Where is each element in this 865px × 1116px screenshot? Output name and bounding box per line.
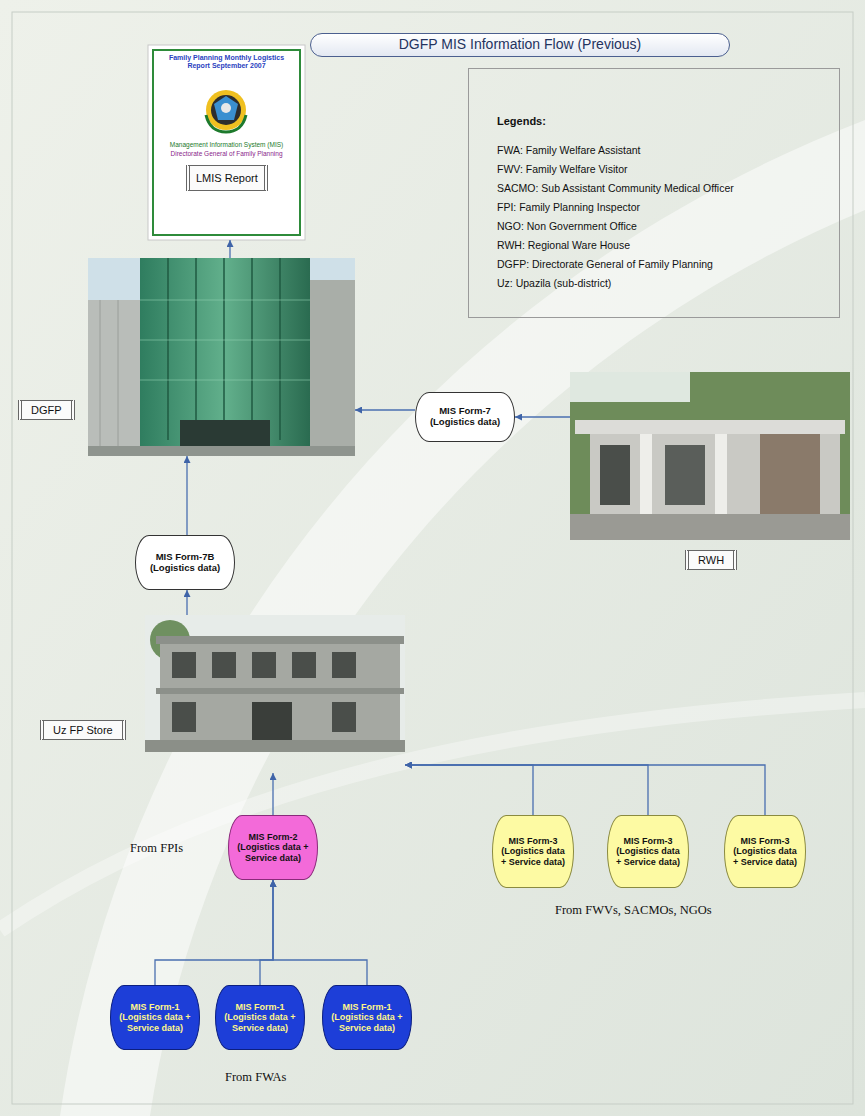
flow-arrow xyxy=(272,773,273,815)
flow-arrow xyxy=(273,880,367,985)
legend-text: Legends: xyxy=(497,115,819,127)
flow-arrow xyxy=(515,416,570,417)
flow-arrow xyxy=(405,765,765,815)
name-tag: Uz FP Store xyxy=(40,720,126,740)
swoosh xyxy=(60,120,865,1116)
legend-box: Legends: FWA: Family Welfare AssistantFWV… xyxy=(468,68,840,318)
node-text: MIS Form-3 (Logistics data + Service dat… xyxy=(733,836,797,867)
data-form: MIS Form-3 (Logistics data + Service dat… xyxy=(492,815,574,888)
building-node: Uz FP Store xyxy=(145,615,405,773)
node-text: MIS Form-7 (Logistics data) xyxy=(428,406,502,428)
diagram-title: DGFP MIS Information Flow (Previous) xyxy=(310,33,730,57)
node-text: Family Planning Monthly Logistics Report… xyxy=(158,54,295,70)
data-form: MIS Form-3 (Logistics data + Service dat… xyxy=(607,815,689,888)
data-form: MIS Form-1 (Logistics data + Service dat… xyxy=(215,985,305,1050)
name-tag: RWH xyxy=(685,550,737,570)
data-form: MIS Form-1 (Logistics data + Service dat… xyxy=(322,985,412,1050)
flow-arrow xyxy=(260,880,273,985)
data-form: MIS Form-2 (Logistics data + Service dat… xyxy=(228,815,318,880)
report-document: Family Planning Monthly Logistics Report… xyxy=(148,45,305,240)
page-frame xyxy=(12,12,853,1104)
node-text: MIS Form-7B (Logistics data) xyxy=(148,552,222,574)
legend-text: NGO: Non Government Office xyxy=(497,217,819,236)
legend-text: SACMO: Sub Assistant Community Medical O… xyxy=(497,179,819,198)
flow-arrow xyxy=(155,880,273,985)
node-text: Management Information System (MIS) xyxy=(156,141,297,148)
flow-arrow xyxy=(405,765,648,815)
swoosh xyxy=(0,700,865,930)
legend-text: DGFP: Directorate General of Family Plan… xyxy=(497,255,819,274)
node-text: MIS Form-1 (Logistics data + Service dat… xyxy=(224,1002,296,1033)
flow-arrow xyxy=(186,590,187,615)
name-tag: LMIS Report xyxy=(186,165,268,191)
node-text: MIS Form-2 (Logistics data + Service dat… xyxy=(237,832,309,863)
dgfp-building xyxy=(88,258,355,456)
building-node: RWH xyxy=(570,372,850,540)
node-text: MIS Form-3 (Logistics data + Service dat… xyxy=(616,836,680,867)
flow-arrow xyxy=(186,456,187,535)
flow-arrow xyxy=(229,240,230,258)
store-building xyxy=(145,615,405,752)
node-text: MIS Form-1 (Logistics data + Service dat… xyxy=(331,1002,403,1033)
legend-text: FPI: Family Planning Inspector xyxy=(497,198,819,217)
rwh-building xyxy=(570,372,850,540)
flow-arrow xyxy=(355,409,415,410)
report-cover xyxy=(148,45,305,240)
node-text: Directorate General of Family Planning xyxy=(156,150,297,157)
legend-text: FWV: Family Welfare Visitor xyxy=(497,160,819,179)
building-node: DGFP xyxy=(88,258,355,456)
data-form: MIS Form-1 (Logistics data + Service dat… xyxy=(110,985,200,1050)
data-form: MIS Form-7 (Logistics data) xyxy=(415,392,515,442)
legend-text: FWA: Family Welfare Assistant xyxy=(497,141,819,160)
node-text: MIS Form-1 (Logistics data + Service dat… xyxy=(119,1002,191,1033)
flow-arrow xyxy=(405,765,533,815)
legend-text: Uz: Upazila (sub-district) xyxy=(497,274,819,293)
name-tag: DGFP xyxy=(18,400,75,420)
source-label: From FWVs, SACMOs, NGOs xyxy=(555,903,712,918)
source-label: From FWAs xyxy=(225,1070,286,1085)
data-form: MIS Form-3 (Logistics data + Service dat… xyxy=(724,815,806,888)
data-form: MIS Form-7B (Logistics data) xyxy=(135,535,235,590)
legend-text: RWH: Regional Ware House xyxy=(497,236,819,255)
node-text: MIS Form-3 (Logistics data + Service dat… xyxy=(501,836,565,867)
source-label: From FPIs xyxy=(130,841,183,856)
